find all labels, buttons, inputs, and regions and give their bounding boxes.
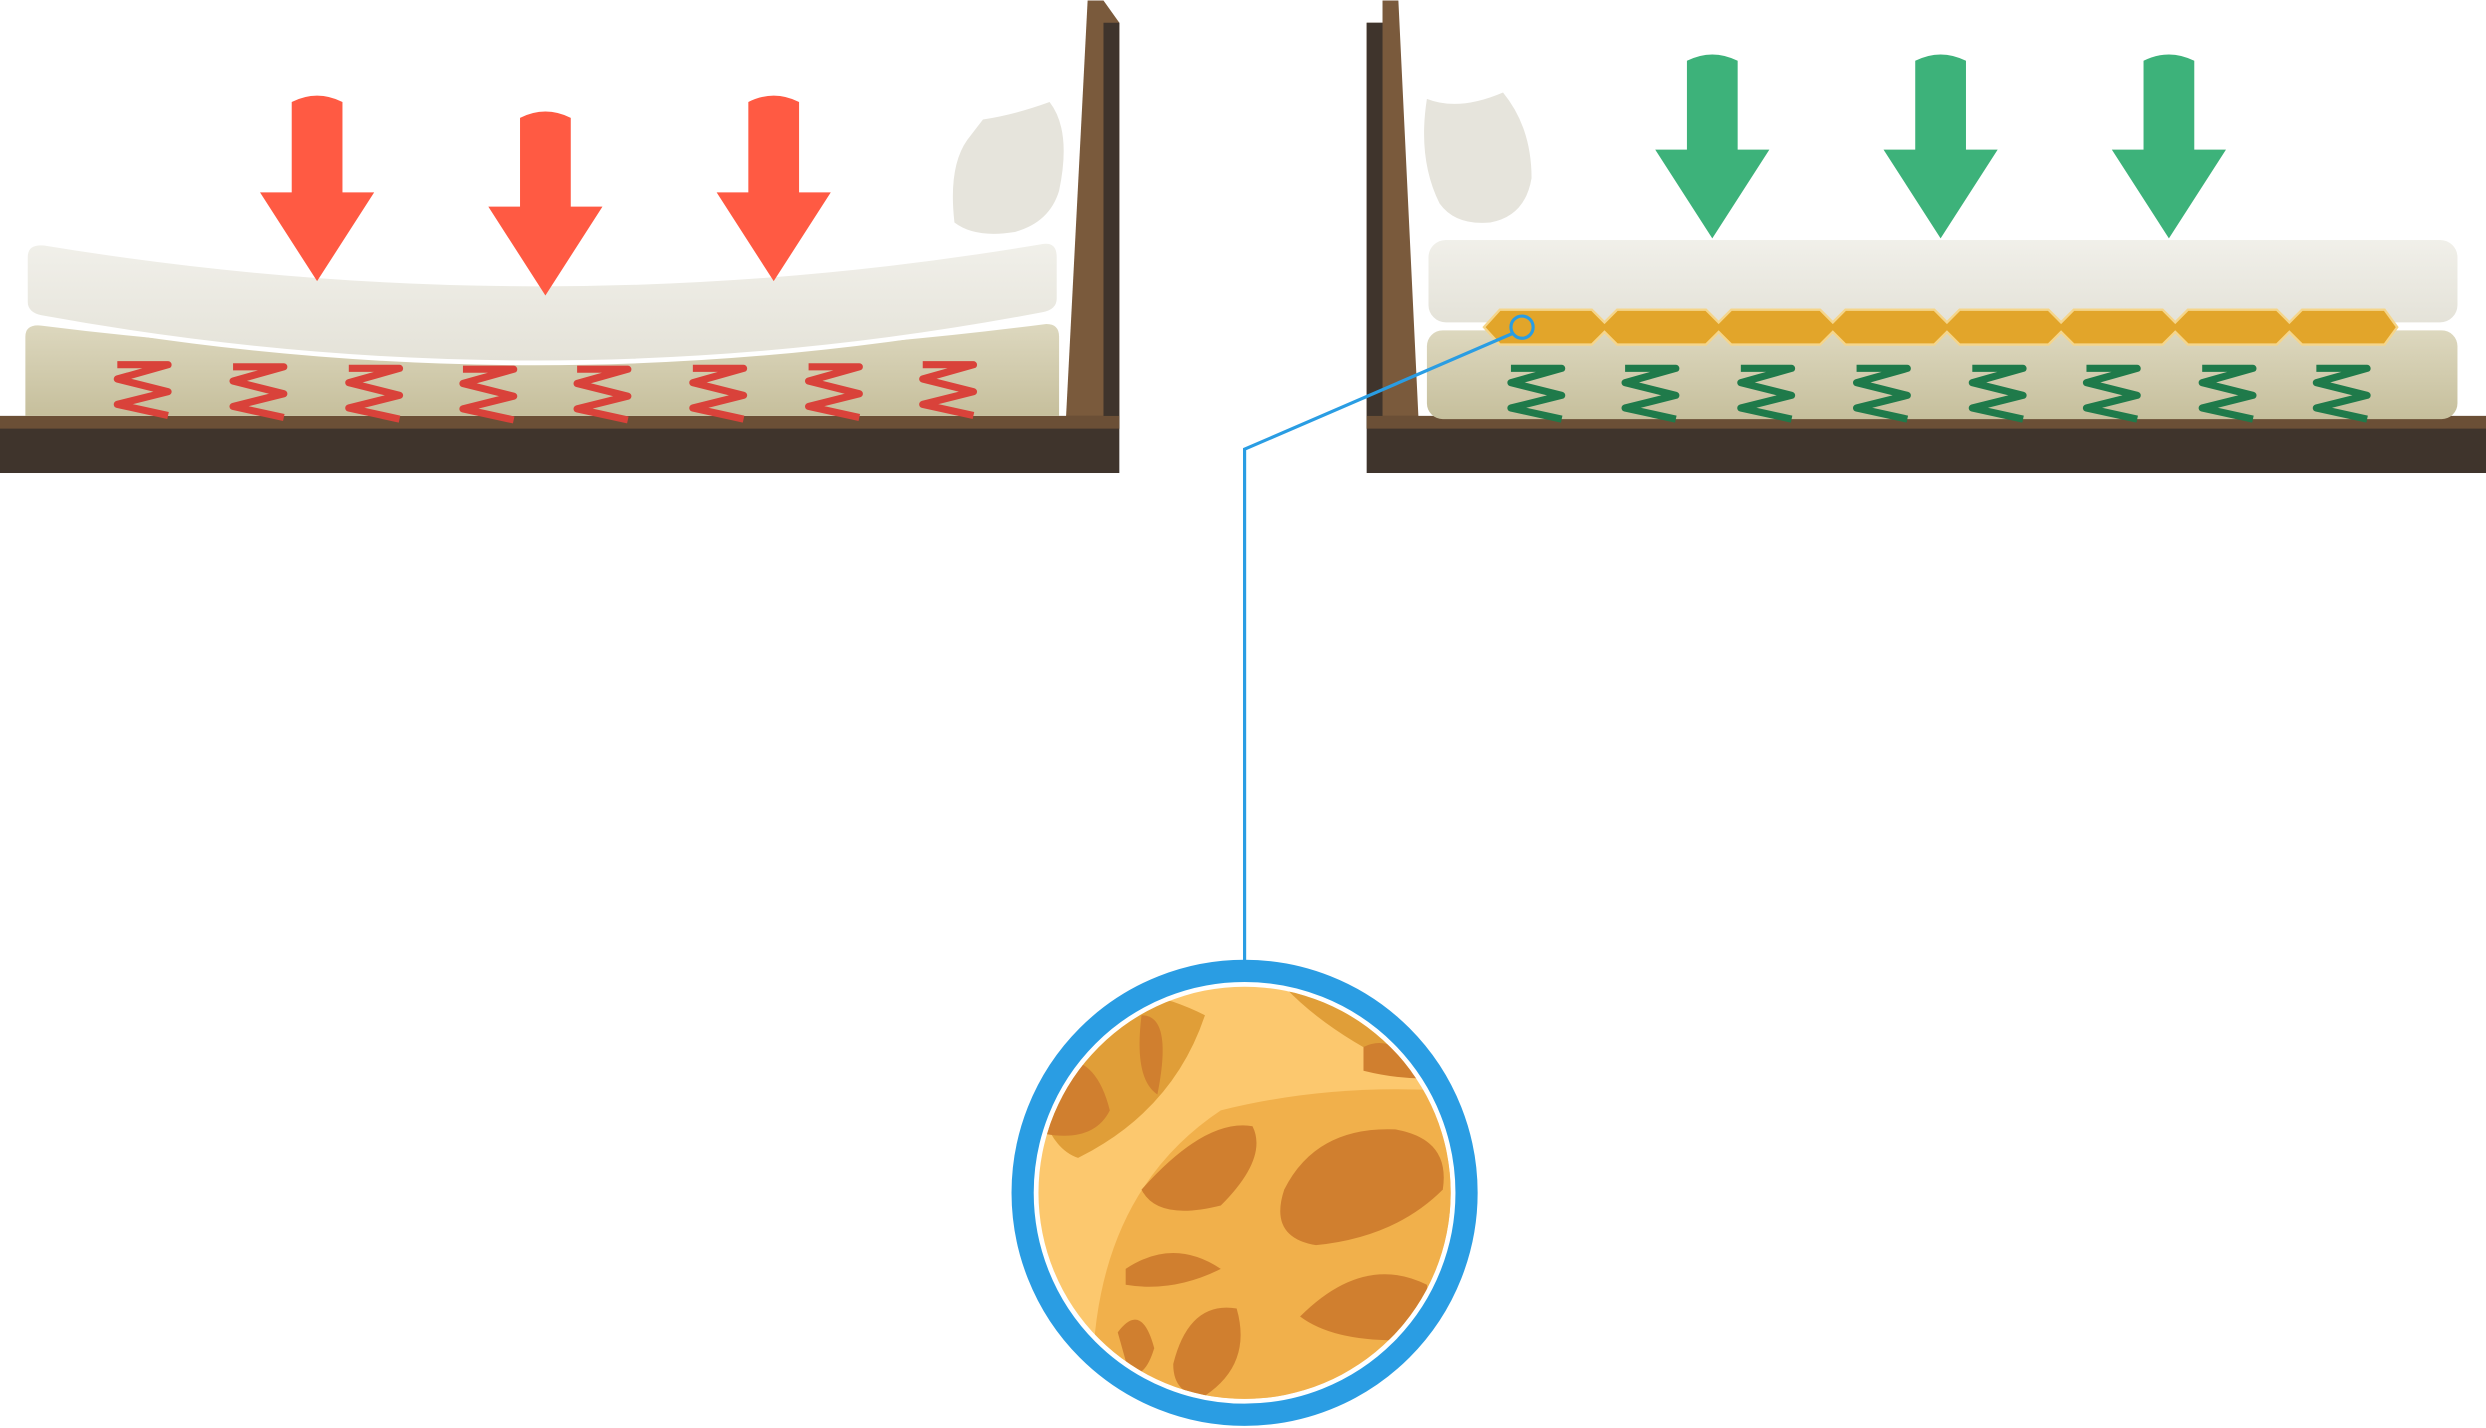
spring-icon xyxy=(2082,364,2141,423)
mattress-sagging xyxy=(22,239,1062,366)
down-arrow-icon xyxy=(1883,54,1998,239)
pillow-icon xyxy=(952,102,1064,234)
spring-icon xyxy=(919,361,978,419)
down-arrow-icon xyxy=(716,95,831,282)
magnifier-callout-icon xyxy=(1011,314,1535,1426)
spring-icon xyxy=(1737,364,1796,423)
springs xyxy=(113,361,978,424)
pillow-icon xyxy=(1424,92,1532,223)
down-arrow-icon xyxy=(1655,54,1770,239)
right-bed-supported xyxy=(1366,0,2486,474)
left-bed-sagging xyxy=(0,0,1120,474)
spring-icon xyxy=(2198,364,2257,423)
down-arrow-icon xyxy=(488,111,603,296)
spring-icon xyxy=(345,364,404,423)
spring-icon xyxy=(2312,364,2371,423)
spring-icon xyxy=(459,365,518,424)
base-layer xyxy=(1426,330,2458,420)
support-layer xyxy=(1482,308,2399,346)
spring-icon xyxy=(1507,364,1566,423)
spring-icon xyxy=(1968,364,2027,423)
spring-icon xyxy=(1853,364,1911,423)
down-arrow-icon xyxy=(260,95,375,282)
spring-icon xyxy=(229,363,288,422)
spring-icon xyxy=(805,363,863,422)
spring-icon xyxy=(689,364,748,423)
spring-icon xyxy=(1621,364,1680,423)
spring-icon xyxy=(573,365,632,424)
spring-icon xyxy=(113,361,172,419)
down-arrow-icon xyxy=(2111,54,2226,239)
